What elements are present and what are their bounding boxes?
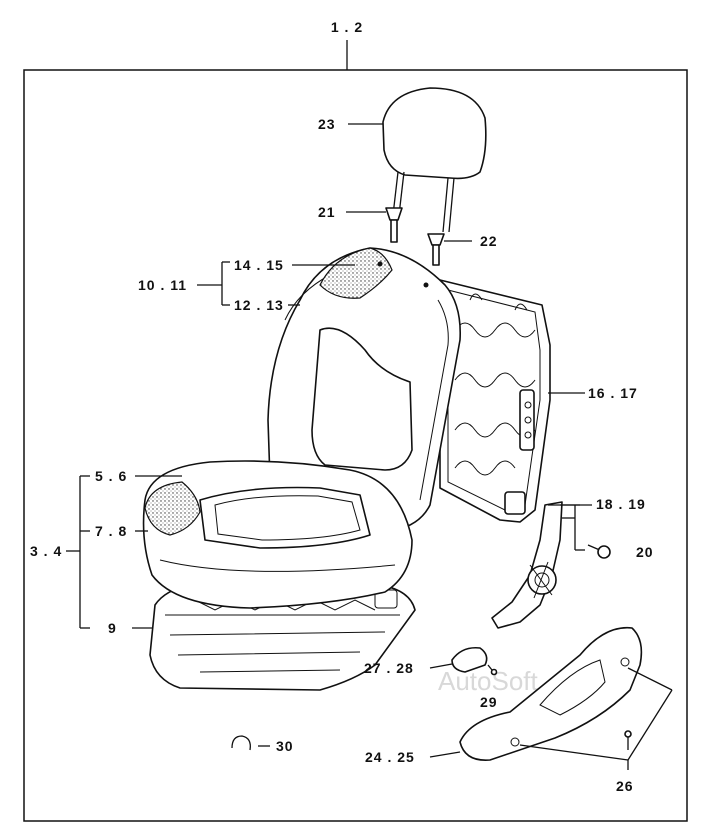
callout-21: 21: [318, 204, 336, 220]
recliner-mechanism: [491, 501, 563, 629]
diagram-frame: [23, 69, 688, 822]
callout-26: 26: [616, 778, 634, 794]
side-cover: [459, 626, 643, 761]
headrest: [382, 87, 487, 233]
callout-16-17: 16 . 17: [588, 385, 638, 401]
callout-29: 29: [480, 694, 498, 710]
callout-14-15: 14 . 15: [234, 257, 284, 273]
callout-23: 23: [318, 116, 336, 132]
screw-26: [624, 730, 632, 750]
headrest-guide-22: [427, 233, 445, 266]
seat-cushion: [142, 460, 413, 609]
callout-9: 9: [108, 620, 117, 636]
callout-27-28: 27 . 28: [364, 660, 414, 676]
callout-10-11: 10 . 11: [138, 277, 187, 293]
bolt-20: [587, 544, 611, 559]
callout-5-6: 5 . 6: [95, 468, 127, 484]
callout-24-25: 24 . 25: [365, 749, 415, 765]
callout-30: 30: [276, 738, 294, 754]
label-1-2: 1 . 2: [331, 19, 363, 35]
callout-22: 22: [480, 233, 498, 249]
leader-lines: [66, 123, 673, 770]
callout-20: 20: [636, 544, 654, 560]
callout-3-4: 3 . 4: [30, 543, 62, 559]
callout-18-19: 18 . 19: [596, 496, 646, 512]
watermark: AutoSoft: [438, 666, 539, 696]
seat-back-frame: [439, 279, 551, 523]
headrest-guide-21: [385, 207, 403, 243]
adjust-lever: [451, 646, 498, 676]
clip-30: [231, 735, 251, 751]
callout-7-8: 7 . 8: [95, 523, 127, 539]
callout-12-13: 12 . 13: [234, 297, 284, 313]
seat-back: [267, 247, 462, 531]
